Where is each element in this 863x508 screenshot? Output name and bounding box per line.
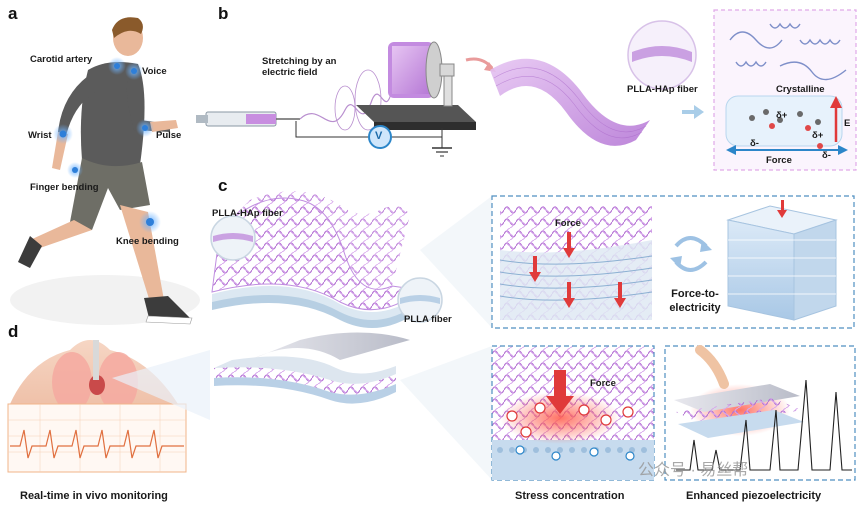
- label-knee-bending: Knee bending: [116, 236, 179, 247]
- panel-label-d: d: [8, 322, 19, 341]
- caption-enhanced-piezoelectricity: Enhanced piezoelectricity: [686, 490, 822, 502]
- electrospinning-setup: [196, 41, 476, 157]
- panel-label-b: b: [218, 4, 229, 23]
- watermark-text: 公众号 · 易丝帮: [638, 462, 749, 479]
- label-crystalline: Crystalline: [776, 84, 825, 95]
- label-force-c: Force: [555, 218, 581, 229]
- ecg-trace: [10, 429, 184, 459]
- label-finger-bending: Finger bending: [30, 182, 99, 193]
- voltage-symbol: V: [375, 130, 383, 142]
- label-plla-hap-fiber-c: PLLA-HAp fiber: [212, 208, 283, 219]
- caption-stress-concentration: Stress concentration: [515, 490, 625, 502]
- panel-label-c: c: [218, 176, 228, 195]
- label-voice: Voice: [142, 66, 167, 77]
- layered-mat: [211, 191, 422, 328]
- label-delta-plus-1: δ+: [776, 110, 788, 121]
- runner-figure: [10, 17, 200, 325]
- label-force-d: Force: [590, 378, 616, 389]
- label-wrist: Wrist: [28, 130, 52, 141]
- label-force-b: Force: [766, 155, 792, 166]
- label-plla-hap-fiber-b: PLLA-HAp fiber: [627, 84, 698, 95]
- label-force-to: Force-to-: [671, 288, 719, 300]
- label-delta-minus-1: δ-: [750, 138, 759, 149]
- label-electricity: electricity: [669, 302, 721, 314]
- fiber-mat: [490, 58, 650, 146]
- label-delta-plus-2: δ+: [812, 130, 824, 141]
- label-field-e: E: [844, 118, 851, 129]
- panel-label-a: a: [8, 4, 18, 23]
- label-plla-fiber: PLLA fiber: [404, 314, 452, 325]
- label-carotid-artery: Carotid artery: [30, 54, 93, 65]
- label-stretching: Stretching by an electric field: [262, 56, 337, 78]
- caption-real-time-monitoring: Real-time in vivo monitoring: [20, 490, 168, 502]
- label-delta-minus-2: δ-: [822, 150, 831, 161]
- device-stack: [214, 332, 410, 404]
- label-pulse: Pulse: [156, 130, 182, 141]
- voltage-peaks: [676, 379, 852, 471]
